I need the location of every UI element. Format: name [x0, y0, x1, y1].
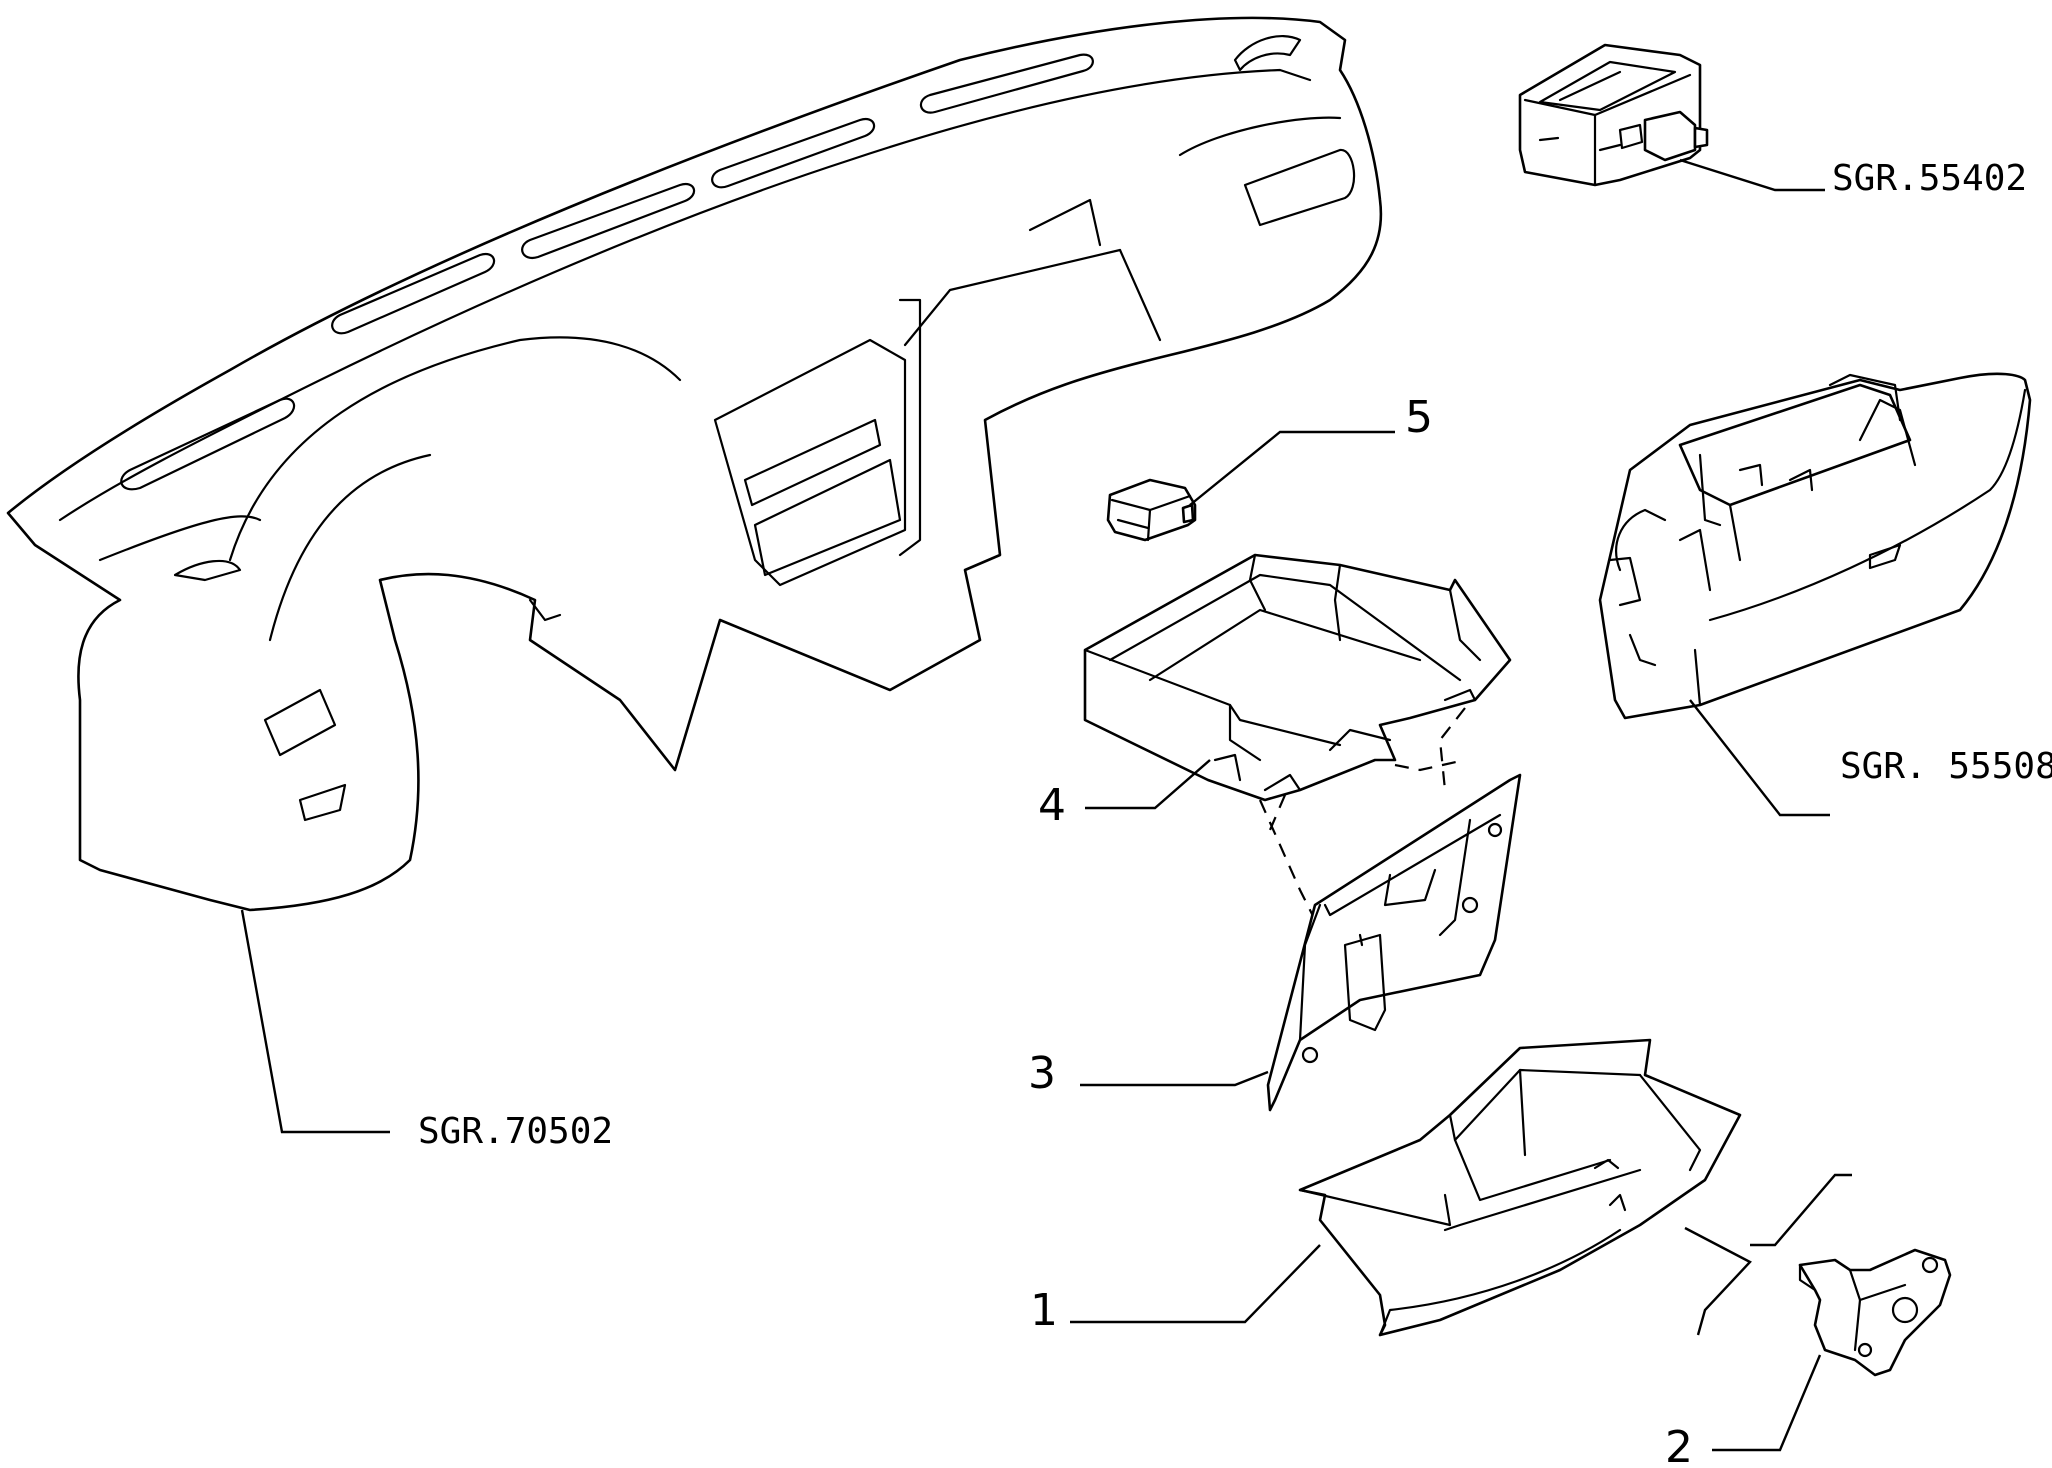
switch-module-drawing: [1518, 43, 1709, 187]
switch-module-ref-label: SGR.55402: [1832, 158, 2027, 199]
dashboard-ref-label: SGR.70502: [418, 1111, 613, 1152]
part-1-drawing: [1298, 1038, 1742, 1337]
part-3-drawing: [1266, 773, 1522, 1112]
part-5-drawing: [1106, 478, 1197, 542]
glovebox-assembly-ref-label: SGR. 55508: [1840, 746, 2052, 787]
item-2-label: 2: [1665, 1422, 1693, 1468]
part-4-drawing: [1083, 553, 1512, 802]
item-3-label: 3: [1028, 1048, 1056, 1099]
glovebox-assembly-drawing: [1598, 372, 2032, 720]
item-5-label: 5: [1405, 392, 1433, 443]
part-2-drawing: [1798, 1248, 1952, 1377]
leader-lines: [240, 158, 1830, 1452]
dashboard-drawing: [6, 16, 1383, 912]
item-4-label: 4: [1038, 780, 1066, 831]
cutaway-line: [1684, 1226, 1752, 1336]
item-1-label: 1: [1030, 1285, 1058, 1336]
cutaway-line: [1750, 1173, 1852, 1247]
